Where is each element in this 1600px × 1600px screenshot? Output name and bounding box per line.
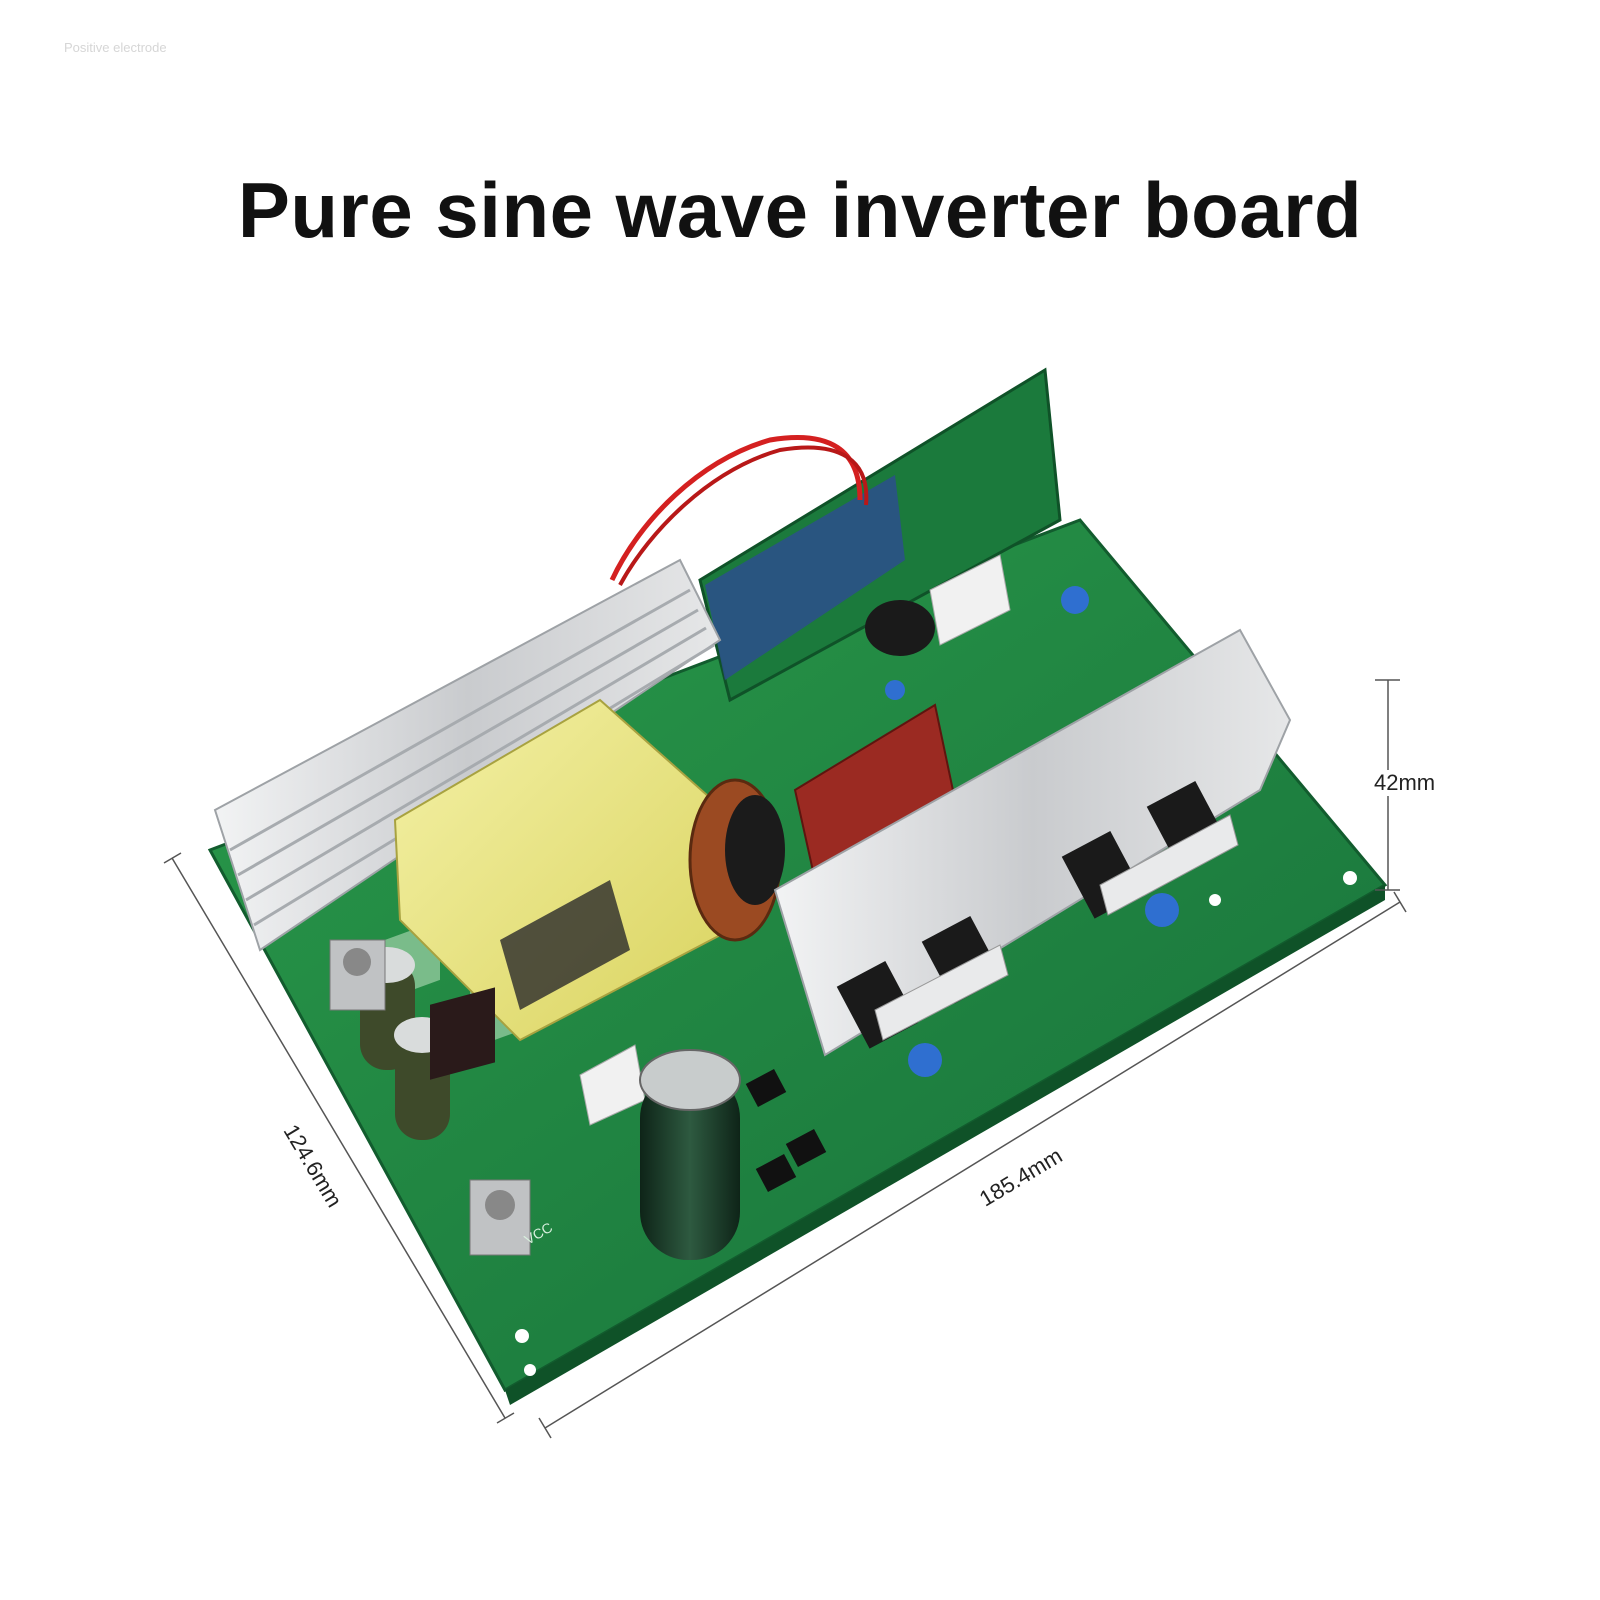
width-dimension-line <box>544 901 1401 1429</box>
smd-components <box>745 1069 827 1192</box>
depth-dimension-line <box>171 857 506 1419</box>
control-board-blue <box>705 475 905 680</box>
electrolytic-capacitor <box>640 1070 740 1260</box>
page-title: Pure sine wave inverter board <box>237 166 1363 254</box>
heatsink-right <box>773 628 1292 1057</box>
toroid-core <box>725 795 785 905</box>
top-caption: Positive electrode <box>64 40 167 55</box>
transformer-core <box>500 880 630 1010</box>
height-dimension-label: 42mm <box>1372 770 1438 796</box>
heatsink-left <box>213 558 722 952</box>
red-wire-2 <box>618 445 869 586</box>
heatsink-left-fins <box>229 588 715 927</box>
screw-terminals <box>329 939 531 1256</box>
pin-header <box>430 987 495 1080</box>
pcb-edge <box>505 885 1385 1405</box>
electrolytic-capacitor-top <box>639 1049 741 1111</box>
mosfet-clamps <box>874 814 1239 1041</box>
buzzer <box>865 600 935 656</box>
ceramic-capacitors <box>885 586 1179 1077</box>
